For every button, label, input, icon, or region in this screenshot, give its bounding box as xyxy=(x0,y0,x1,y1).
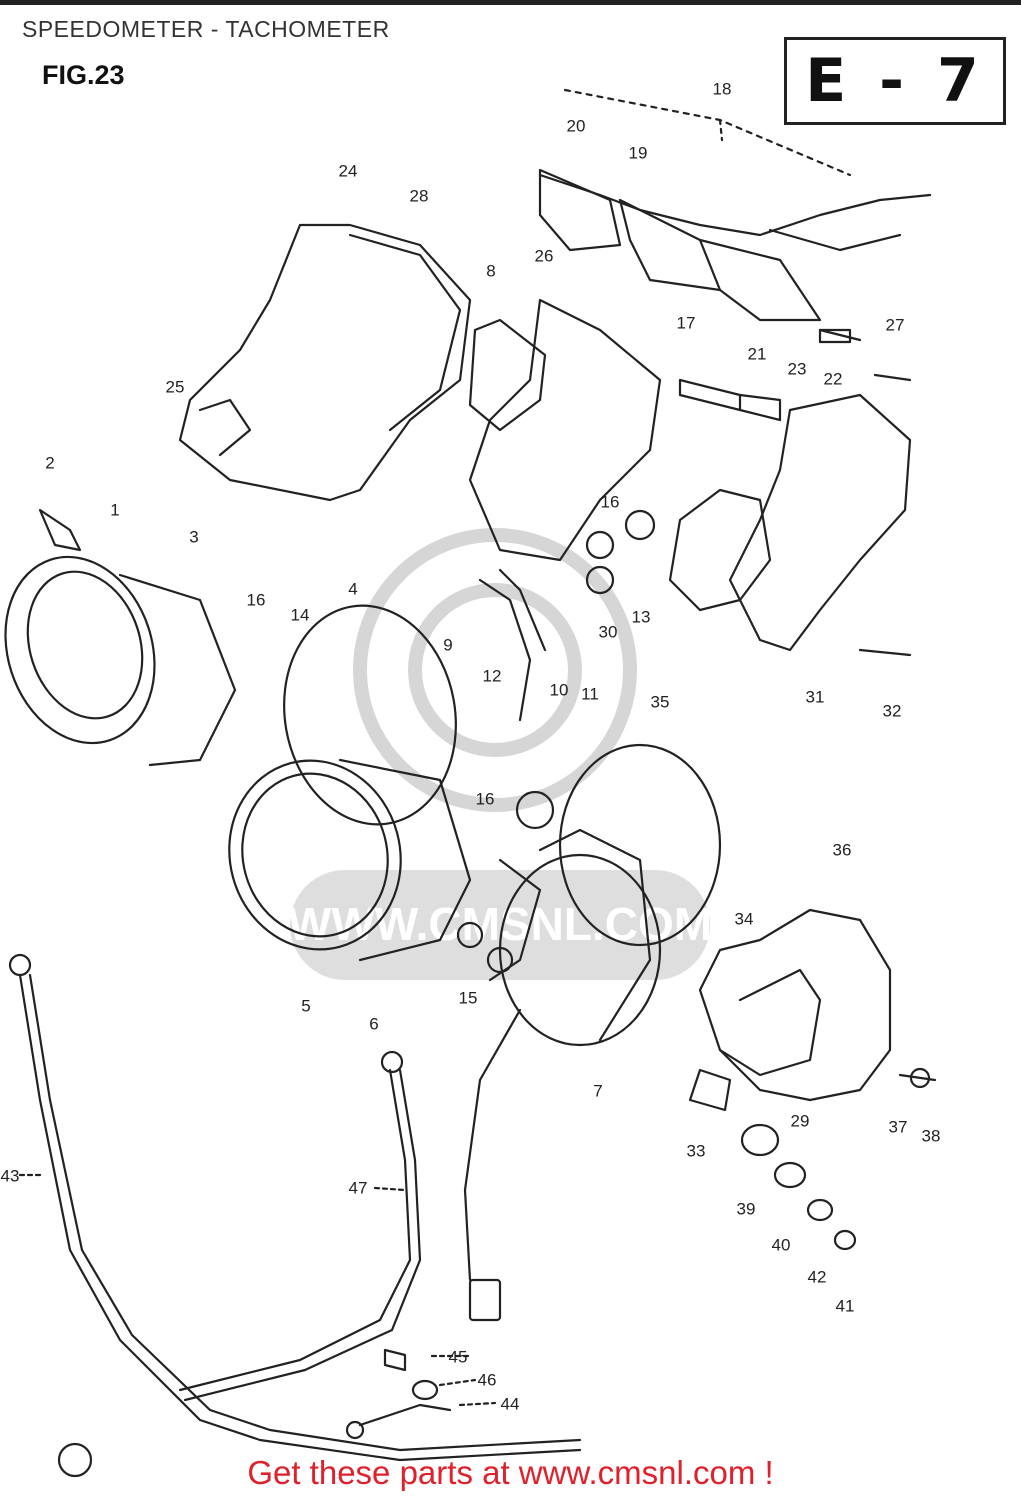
callout-label: 12 xyxy=(482,666,502,686)
callout-label: 13 xyxy=(631,607,651,627)
callout-label: 27 xyxy=(885,315,905,335)
callout-label: 38 xyxy=(921,1126,941,1146)
callout-label: 34 xyxy=(734,909,754,929)
callout-label: 16 xyxy=(475,789,495,809)
callout-label: 10 xyxy=(549,680,569,700)
callout-label: 23 xyxy=(787,359,807,379)
speedometer-face xyxy=(4,555,156,745)
section-code: E - 7 xyxy=(805,46,985,116)
top-rule xyxy=(0,0,1021,5)
callout-label: 19 xyxy=(628,143,648,163)
page-title: SPEEDOMETER - TACHOMETER xyxy=(22,16,390,42)
callout-label: 24 xyxy=(338,161,358,181)
callout-label: 5 xyxy=(301,996,311,1016)
meter-ring xyxy=(283,604,457,826)
callout-label: 32 xyxy=(882,701,902,721)
callout-label: 30 xyxy=(598,622,618,642)
callout-label: 2 xyxy=(45,453,55,473)
callout-label: 3 xyxy=(189,527,199,547)
callout-label: 14 xyxy=(290,605,310,625)
callout-label: 22 xyxy=(823,369,843,389)
callout-label: 40 xyxy=(771,1235,791,1255)
speedometer-cable xyxy=(18,973,582,1462)
callout-label: 44 xyxy=(500,1394,520,1414)
callout-label: 17 xyxy=(676,313,696,333)
indicator-housing xyxy=(558,743,722,947)
callout-label: 4 xyxy=(348,579,358,599)
right-bracket xyxy=(728,393,912,652)
callout-label: 35 xyxy=(650,692,670,712)
callout-label: 6 xyxy=(369,1014,379,1034)
callout-label: 41 xyxy=(835,1296,855,1316)
callout-label: 26 xyxy=(534,246,554,266)
tachometer-cable xyxy=(178,1068,412,1392)
callout-label: 37 xyxy=(888,1117,908,1137)
callout-label: 25 xyxy=(165,377,185,397)
callout-label: 20 xyxy=(566,116,586,136)
callout-label: 43 xyxy=(0,1166,20,1186)
callout-label: 36 xyxy=(832,840,852,860)
callout-label: 47 xyxy=(348,1178,368,1198)
callout-label: 29 xyxy=(790,1111,810,1131)
meter-bracket xyxy=(468,318,547,432)
meter-cover xyxy=(178,223,472,502)
callout-label: 46 xyxy=(477,1370,497,1390)
parts-link-footer[interactable]: Get these parts at www.cmsnl.com ! xyxy=(247,1454,774,1491)
callout-label: 16 xyxy=(600,492,620,512)
callout-label: 18 xyxy=(712,79,732,99)
callout-label: 28 xyxy=(409,186,429,206)
callout-label: 9 xyxy=(443,635,453,655)
callout-label: 33 xyxy=(686,1141,706,1161)
callout-label: 15 xyxy=(458,988,478,1008)
meter-housing xyxy=(468,298,662,562)
callout-label: 31 xyxy=(805,687,825,707)
callout-label: 42 xyxy=(807,1267,827,1287)
section-code-box: E - 7 xyxy=(784,37,1006,125)
callout-label: 1 xyxy=(110,500,120,520)
callout-label: 11 xyxy=(581,684,599,704)
meter-cap xyxy=(698,908,892,1102)
figure-label: FIG.23 xyxy=(42,60,125,90)
callout-label: 39 xyxy=(736,1199,756,1219)
tachometer-face xyxy=(228,759,402,951)
callout-label: 7 xyxy=(593,1081,603,1101)
callout-label: 8 xyxy=(486,261,496,281)
wiring-harness xyxy=(538,173,932,237)
callout-label: 45 xyxy=(448,1347,468,1367)
callout-label: 16 xyxy=(246,590,266,610)
callout-label: 21 xyxy=(747,344,767,364)
